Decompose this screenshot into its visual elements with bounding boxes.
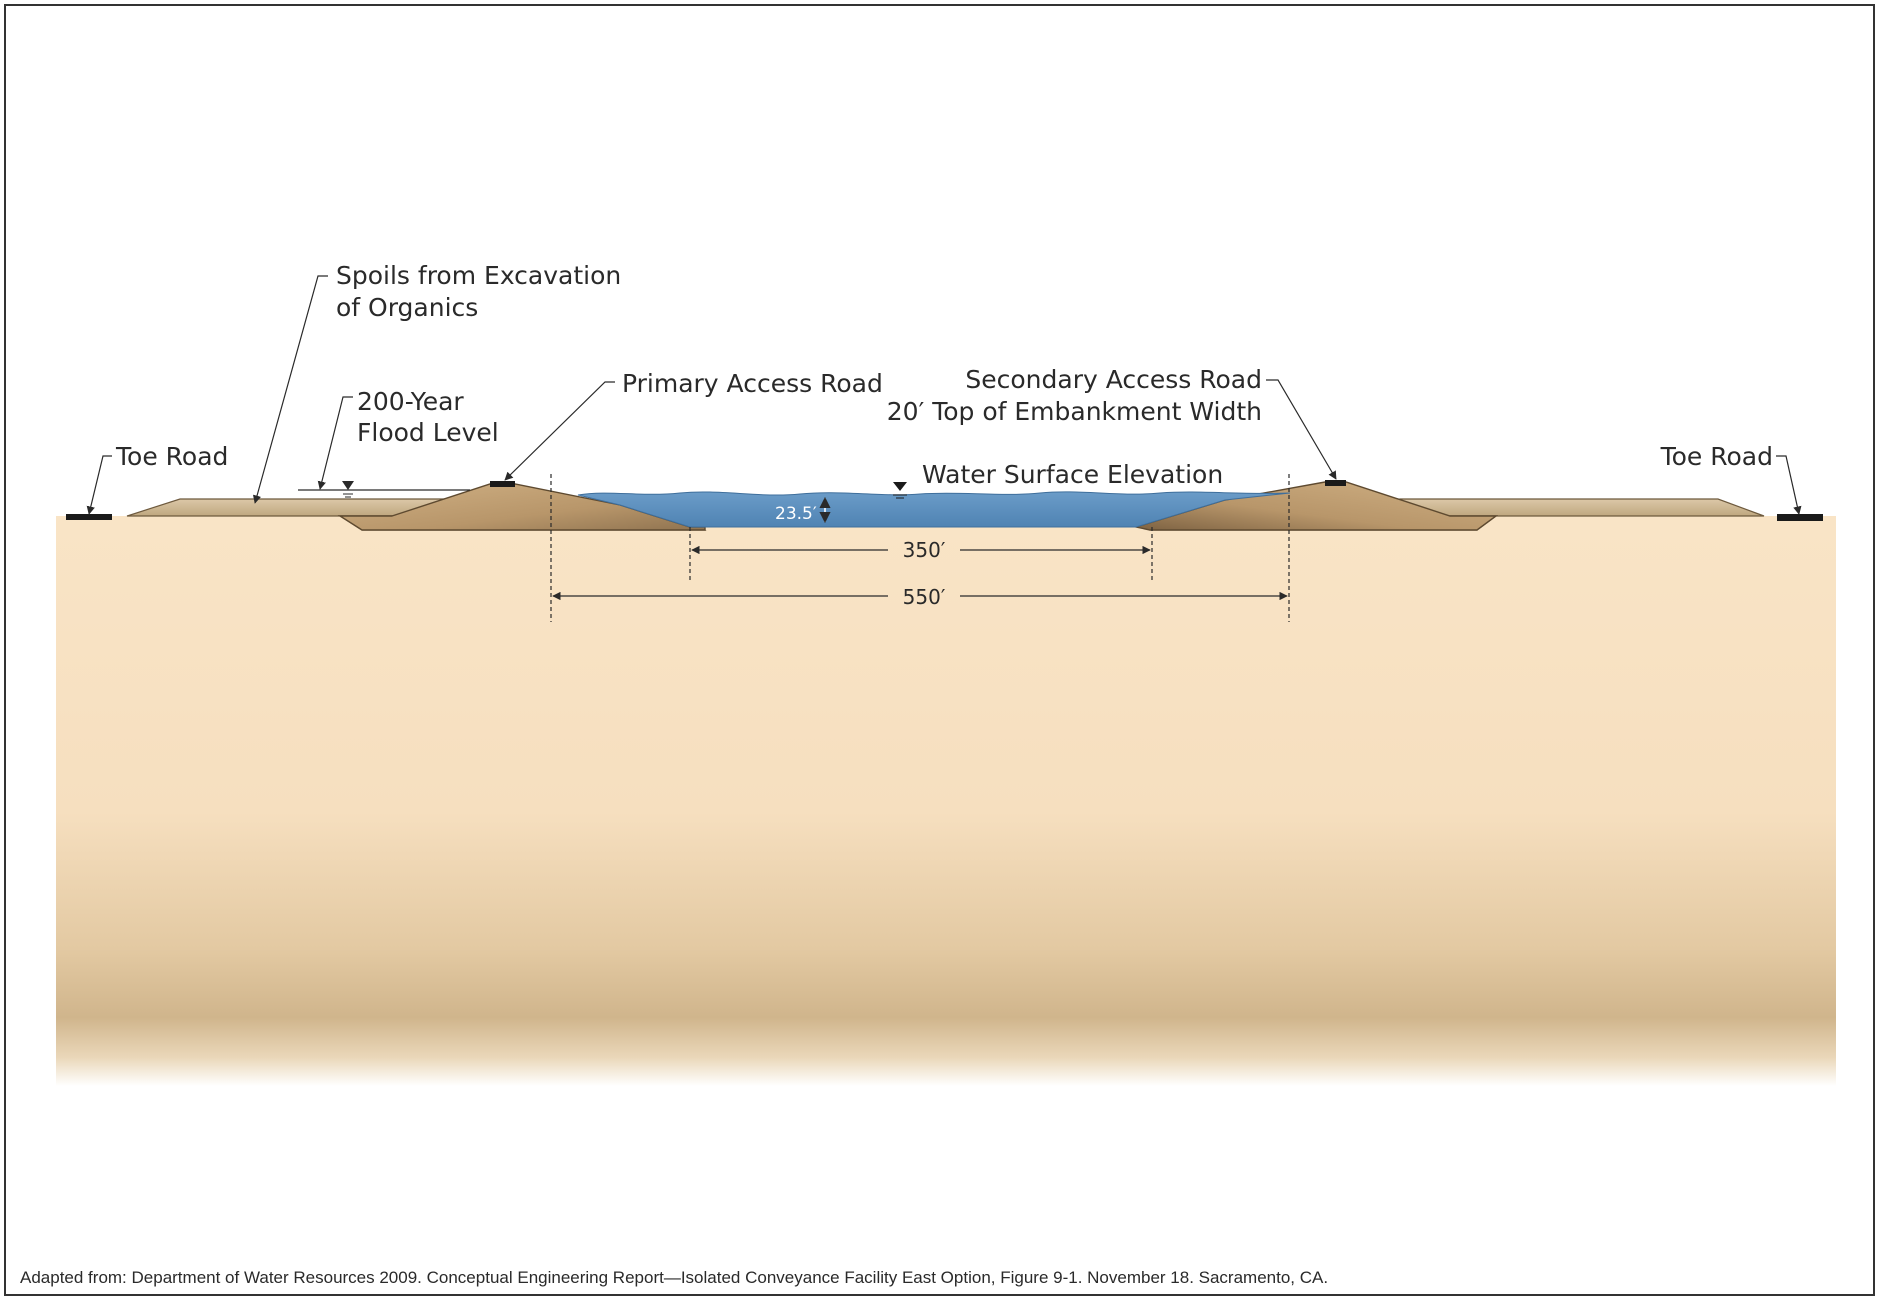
secondary-access-road-surface bbox=[1325, 480, 1346, 486]
leader-secondary-access-road bbox=[1266, 379, 1337, 480]
label-water-depth: 23.5′ bbox=[775, 504, 817, 524]
leader-primary-access-road bbox=[504, 381, 615, 481]
label-embankment-width: 20′ Top of Embankment Width bbox=[887, 397, 1262, 426]
toe-road-right bbox=[1777, 514, 1823, 521]
toe-road-left bbox=[66, 514, 112, 520]
water-surface-symbol bbox=[893, 482, 907, 491]
flood-level-symbol bbox=[342, 481, 354, 490]
ground-section bbox=[56, 516, 1836, 1086]
label-flood-line2: Flood Level bbox=[357, 418, 499, 447]
label-toe-road-left: Toe Road bbox=[115, 442, 228, 471]
label-spoils-line2: of Organics bbox=[336, 293, 478, 322]
source-credit: Adapted from: Department of Water Resour… bbox=[20, 1268, 1329, 1287]
label-water-surface-elevation: Water Surface Elevation bbox=[922, 460, 1223, 489]
label-spoils-line1: Spoils from Excavation bbox=[336, 261, 621, 290]
leader-toe-road-left bbox=[86, 455, 112, 515]
leader-toe-road-right bbox=[1776, 455, 1802, 515]
label-primary-access-road: Primary Access Road bbox=[622, 369, 883, 398]
label-toe-road-right: Toe Road bbox=[1660, 442, 1773, 471]
primary-access-road-surface bbox=[490, 481, 515, 487]
canal-water bbox=[577, 491, 1291, 528]
label-bottom-width: 350′ bbox=[903, 538, 946, 562]
leader-flood-level bbox=[317, 396, 353, 490]
leader-spoils bbox=[252, 275, 328, 504]
label-top-width: 550′ bbox=[903, 585, 946, 609]
spoils-pile-right bbox=[1399, 498, 1765, 517]
label-flood-line1: 200-Year bbox=[357, 387, 464, 416]
label-secondary-access-road: Secondary Access Road bbox=[965, 365, 1262, 394]
